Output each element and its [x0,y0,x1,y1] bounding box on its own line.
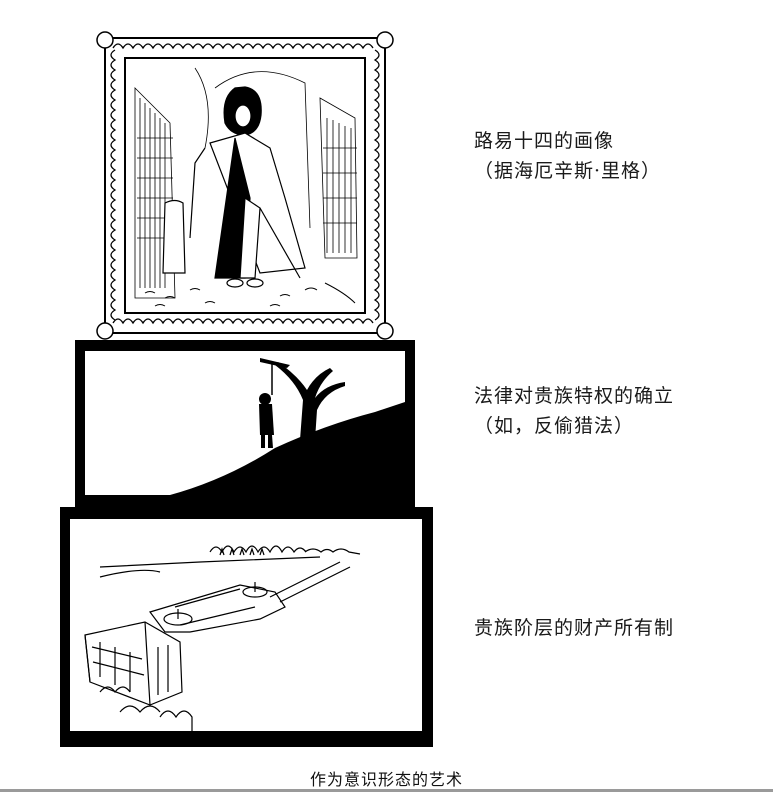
estate-label-line-1: 贵族阶层的财产所有制 [474,617,675,639]
portrait-panel [95,28,395,343]
portrait-label-line-1: 路易十四的画像 [474,130,615,152]
estate-panel [60,507,433,747]
hanging-label-line-1: 法律对贵族特权的确立 [474,385,675,407]
hanging-label-line-2: （如，反偷猎法） [474,415,635,437]
chateau-estate-illustration [60,507,433,747]
louis-xiv-portrait-illustration [96,31,394,340]
bottom-rule [0,789,773,792]
figure-caption: 作为意识形态的艺术 [309,770,463,789]
portrait-label-line-2: （据海厄辛斯·里格） [474,160,662,182]
hanging-panel [75,340,415,510]
hanged-man-silhouette-illustration [75,340,415,510]
portrait-label: 路易十四的画像 （据海厄辛斯·里格） [474,126,661,186]
hanging-label: 法律对贵族特权的确立 （如，反偷猎法） [474,381,674,441]
estate-label: 贵族阶层的财产所有制 [474,613,674,643]
